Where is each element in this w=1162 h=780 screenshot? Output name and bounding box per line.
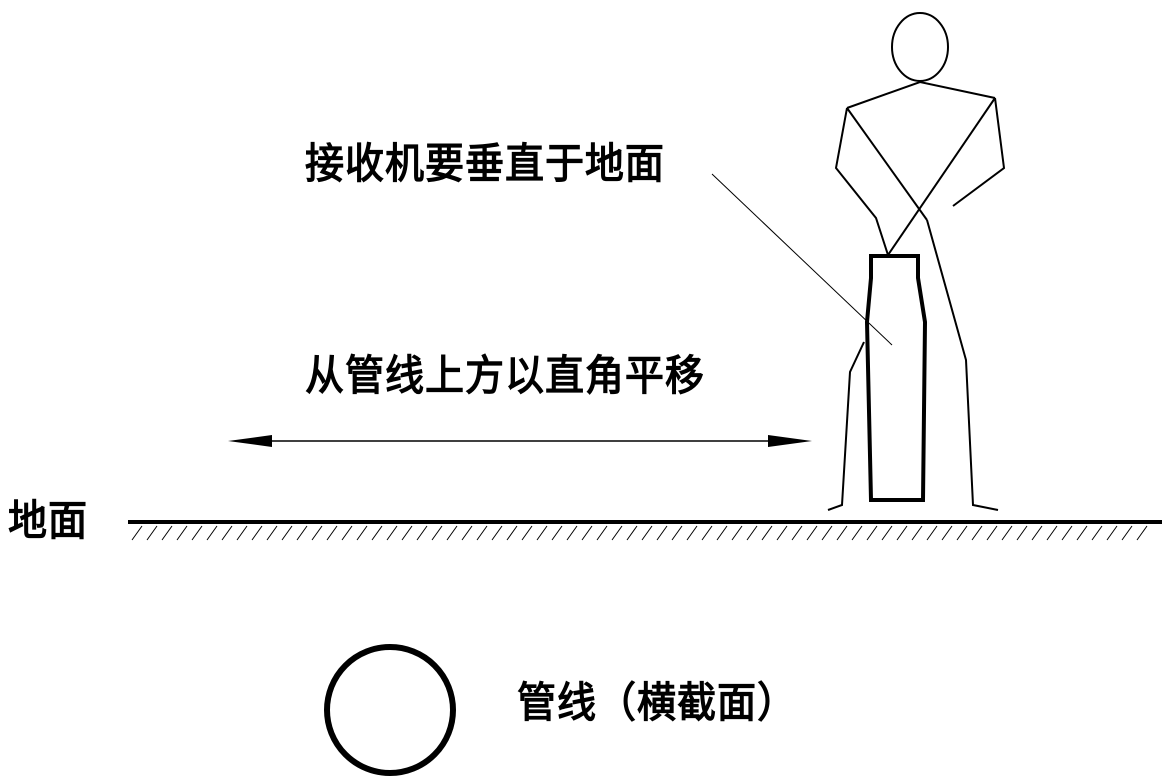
hatch-mark xyxy=(371,525,383,541)
person-figure-icon xyxy=(827,12,1006,511)
hatch-mark xyxy=(866,525,878,541)
hatch-mark xyxy=(1121,525,1133,541)
movement-instruction-label: 从管线上方以直角平移 xyxy=(305,351,705,400)
hatch-mark xyxy=(746,525,758,541)
hatch-mark xyxy=(1031,525,1043,541)
hatch-mark xyxy=(461,525,473,541)
hatch-mark xyxy=(1016,525,1028,541)
ground-label: 地面 xyxy=(8,496,88,545)
hatch-mark xyxy=(446,525,458,541)
hatch-mark xyxy=(821,525,833,541)
hatch-mark xyxy=(1136,525,1148,541)
hatch-mark xyxy=(956,525,968,541)
hatch-mark xyxy=(686,525,698,541)
hatch-mark xyxy=(881,525,893,541)
hatch-mark xyxy=(596,525,608,541)
hatch-mark xyxy=(176,525,188,541)
hatch-mark xyxy=(896,525,908,541)
hatch-mark xyxy=(626,525,638,541)
hatch-mark xyxy=(131,525,143,541)
hatch-mark xyxy=(1046,525,1058,541)
hatch-mark xyxy=(536,525,548,541)
hatch-mark xyxy=(971,525,983,541)
hatch-mark xyxy=(401,525,413,541)
hatch-mark xyxy=(851,525,863,541)
hatch-mark xyxy=(191,525,203,541)
hatch-mark xyxy=(761,525,773,541)
hatch-mark xyxy=(326,525,338,541)
hatch-mark xyxy=(806,525,818,541)
hatch-mark xyxy=(521,525,533,541)
hatch-mark xyxy=(161,525,173,541)
hatch-mark xyxy=(431,525,443,541)
hatch-mark xyxy=(566,525,578,541)
hatch-mark xyxy=(281,525,293,541)
hatch-mark xyxy=(836,525,848,541)
receiver-instruction-label: 接收机要垂直于地面 xyxy=(305,139,665,188)
pipe-cross-section-icon xyxy=(324,644,456,776)
receiver-leader-line xyxy=(711,173,893,346)
hatch-mark xyxy=(1061,525,1073,541)
hatch-mark xyxy=(911,525,923,541)
hatch-mark xyxy=(701,525,713,541)
hatch-mark xyxy=(716,525,728,541)
hatch-mark xyxy=(641,525,653,541)
hatch-mark xyxy=(551,525,563,541)
hatch-mark xyxy=(581,525,593,541)
hatch-mark xyxy=(671,525,683,541)
hatch-mark xyxy=(776,525,788,541)
hatch-mark xyxy=(206,525,218,541)
hatch-mark xyxy=(341,525,353,541)
hatch-mark xyxy=(731,525,743,541)
hatch-mark xyxy=(656,525,668,541)
hatch-mark xyxy=(1076,525,1088,541)
hatch-mark xyxy=(146,525,158,541)
hatch-mark xyxy=(221,525,233,541)
hatch-mark xyxy=(941,525,953,541)
hatch-mark xyxy=(611,525,623,541)
hatch-mark xyxy=(416,525,428,541)
hatch-mark xyxy=(476,525,488,541)
ground-hatching xyxy=(131,525,1148,541)
hatch-mark xyxy=(356,525,368,541)
hatch-mark xyxy=(1001,525,1013,541)
hatch-mark xyxy=(1091,525,1103,541)
hatch-mark xyxy=(506,525,518,541)
hatch-mark xyxy=(1106,525,1118,541)
pipe-label: 管线（横截面） xyxy=(517,678,797,727)
hatch-mark xyxy=(296,525,308,541)
hatch-mark xyxy=(266,525,278,541)
hatch-mark xyxy=(926,525,938,541)
hatch-mark xyxy=(986,525,998,541)
hatch-mark xyxy=(491,525,503,541)
hatch-mark xyxy=(791,525,803,541)
hatch-mark xyxy=(386,525,398,541)
hatch-mark xyxy=(251,525,263,541)
hatch-mark xyxy=(236,525,248,541)
double-headed-arrow-icon xyxy=(228,435,812,447)
receiver-device-icon xyxy=(864,254,928,502)
hatch-mark xyxy=(311,525,323,541)
